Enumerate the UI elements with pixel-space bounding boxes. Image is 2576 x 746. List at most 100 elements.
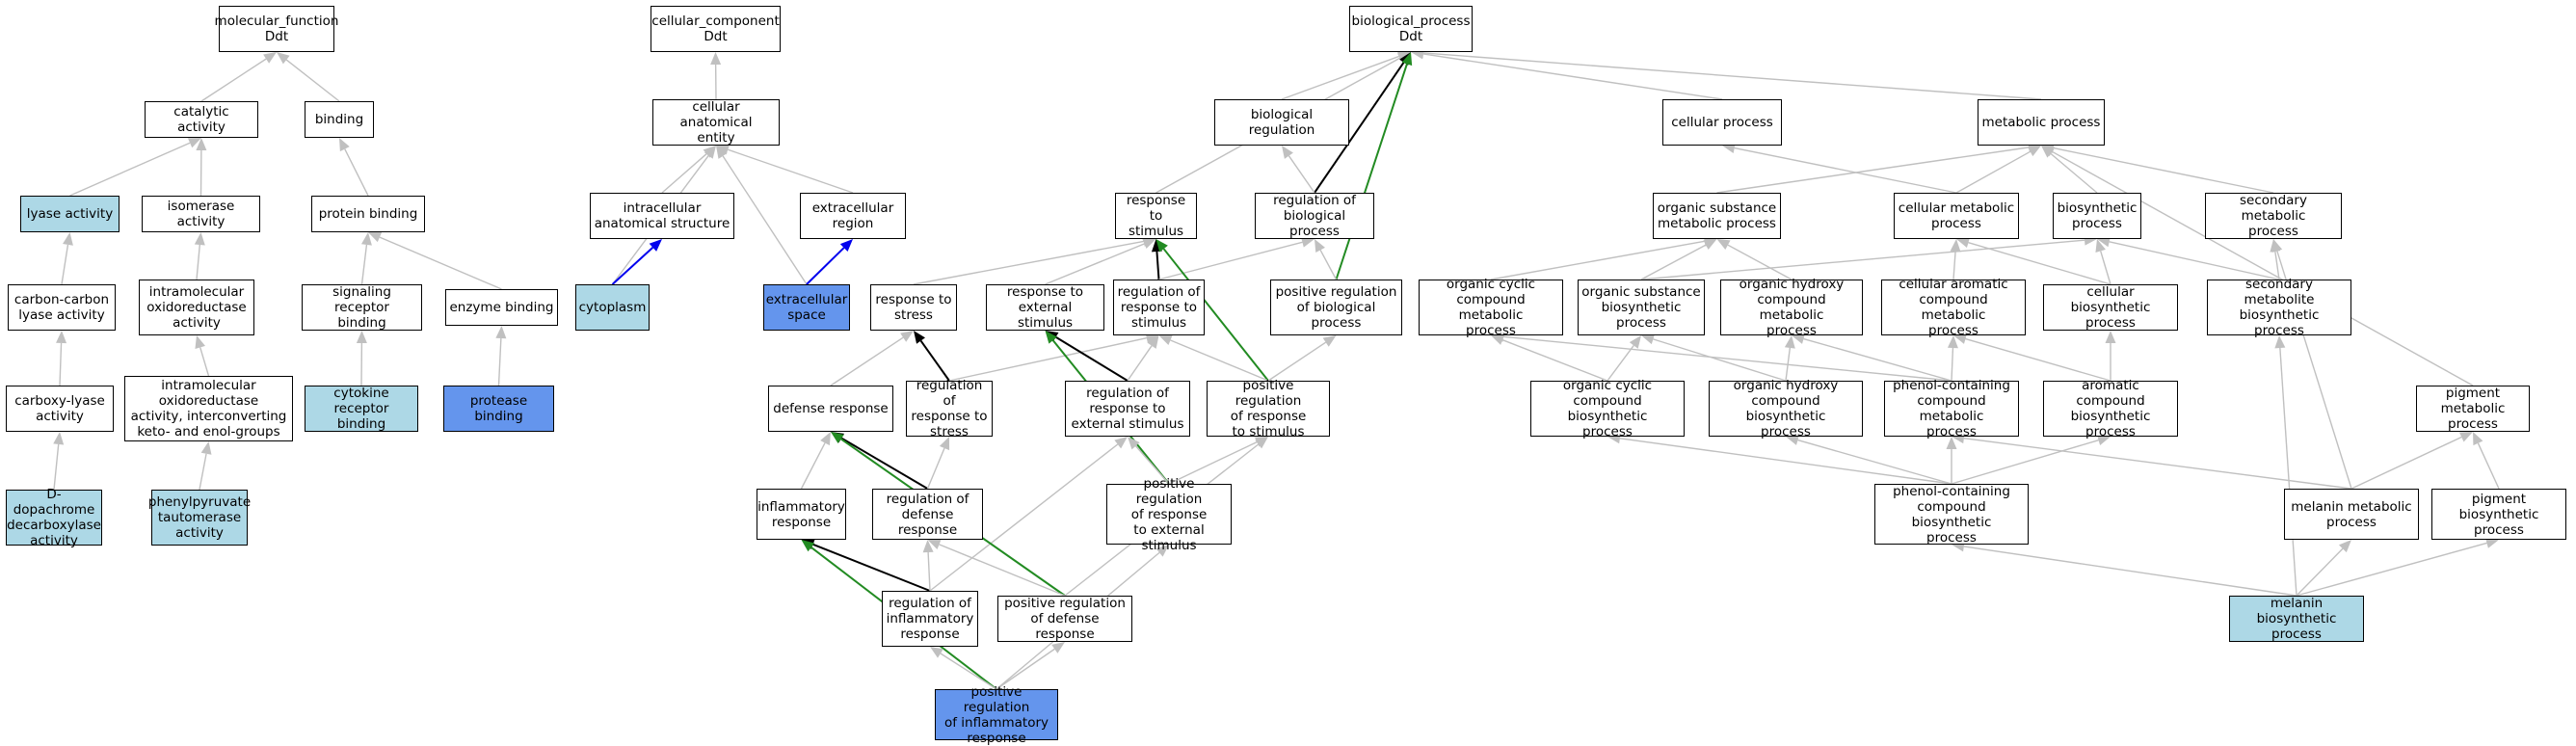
edge-ccl-to-lyase <box>62 245 67 284</box>
go-term-exspace[interactable]: extracellular space <box>763 284 850 331</box>
go-term-phenolbio[interactable]: phenol-containing compound biosynthetic … <box>1874 484 2029 545</box>
edge-melbio-to-secmetbio <box>2280 348 2297 596</box>
edge-posregresp-to-regresp <box>1171 340 1268 381</box>
go-term-orghyd[interactable]: organic hydroxy compound metabolic proce… <box>1720 280 1863 335</box>
edge-orgcycbio-to-orgcyc <box>1502 340 1607 381</box>
edge-secmetbio-to-biosyn <box>2110 242 2279 280</box>
edge-phenolbio-to-orgcycbio <box>1620 439 1952 484</box>
go-term-regresp[interactable]: regulation of response to stimulus <box>1113 280 1205 335</box>
edge-catalytic-to-mf <box>201 59 266 101</box>
go-term-melbio[interactable]: melanin biosynthetic process <box>2229 596 2364 642</box>
edge-reginflam-to-inflam <box>813 545 930 591</box>
go-term-binding[interactable]: binding <box>305 101 374 138</box>
go-term-ias[interactable]: intracellular anatomical structure <box>590 193 734 239</box>
go-term-melmet[interactable]: melanin metabolic process <box>2284 489 2419 540</box>
go-term-inflam[interactable]: inflammatory response <box>757 489 846 540</box>
arrowhead-reginflam-to-regrespext <box>1114 437 1128 448</box>
go-term-phenylpyr[interactable]: phenylpyruvate tautomerase activity <box>151 490 248 546</box>
edge-cellbio-to-biosyn <box>2101 251 2111 284</box>
go-term-ddopa[interactable]: D-dopachrome decarboxylase activity <box>6 490 102 546</box>
go-term-exreg[interactable]: extracellular region <box>800 193 906 239</box>
go-term-metab[interactable]: metabolic process <box>1978 99 2105 146</box>
go-term-orghydbio[interactable]: organic hydroxy compound biosynthetic pr… <box>1709 381 1863 437</box>
go-term-posregbio[interactable]: positive regulation of biological proces… <box>1270 280 1402 335</box>
go-term-posregdef[interactable]: positive regulation of defense response <box>997 596 1132 642</box>
edge-posregbio-to-regbio <box>1320 250 1336 280</box>
go-term-pigmet[interactable]: pigment metabolic process <box>2416 386 2530 432</box>
go-term-carboxy[interactable]: carboxy-lyase activity <box>6 386 114 432</box>
go-term-enzbind[interactable]: enzyme binding <box>445 289 558 326</box>
go-term-bp[interactable]: biological_process Ddt <box>1349 6 1473 52</box>
go-term-sigrec[interactable]: signaling receptor binding <box>302 284 422 331</box>
go-term-cellproc[interactable]: cellular process <box>1662 99 1782 146</box>
go-term-catalytic[interactable]: catalytic activity <box>145 101 258 138</box>
edge-exreg-to-cae <box>728 149 853 193</box>
go-term-phenolmet[interactable]: phenol-containing compound metabolic pro… <box>1884 381 2019 437</box>
arrowhead-aromaticbio-to-cellbio <box>2106 331 2116 343</box>
edge-enzbind-to-protbind <box>380 237 502 289</box>
go-term-cytorec[interactable]: cytokine receptor binding <box>305 386 418 432</box>
edge-intramol-to-isomerase <box>197 245 199 280</box>
edge-orghyd-to-orgsub <box>1728 245 1792 280</box>
go-term-orgcycbio[interactable]: organic cyclic compound biosynthetic pro… <box>1530 381 1685 437</box>
go-term-cc[interactable]: cellular_component Ddt <box>651 6 781 52</box>
go-term-secmet[interactable]: secondary metabolic process <box>2205 193 2342 239</box>
arrowhead-regbio-to-bioreg <box>1282 146 1293 159</box>
arrowhead-ddopa-to-carboxy <box>53 432 64 444</box>
go-term-cae[interactable]: cellular anatomical entity <box>652 99 780 146</box>
edge-regresp-to-regbio <box>1159 242 1303 280</box>
edge-regrespext-to-regresp <box>1128 346 1152 381</box>
go-term-defresp[interactable]: defense response <box>768 386 893 432</box>
arrowhead-posreginflam-to-posregdef <box>1051 642 1065 653</box>
edge-phenylpyr-to-intraketo <box>199 454 206 490</box>
arrowhead-posregresp-to-posregbio <box>1323 335 1337 347</box>
arrowhead-regrespstress-to-respstress <box>914 331 925 344</box>
go-term-cytoplasm[interactable]: cytoplasm <box>575 284 650 331</box>
edge-melmet-to-pigmet <box>2351 438 2461 489</box>
go-term-cellmet[interactable]: cellular metabolic process <box>1894 193 2019 239</box>
go-term-intramol[interactable]: intramolecular oxidoreductase activity <box>139 280 254 335</box>
go-term-intraketo[interactable]: intramolecular oxidoreductase activity, … <box>124 376 293 441</box>
go-term-posreginflam[interactable]: positive regulation of inflammatory resp… <box>935 689 1058 740</box>
go-term-isomerase[interactable]: isomerase activity <box>142 196 260 232</box>
edge-regrespstress-to-respstress <box>921 341 949 381</box>
arrowhead-orgcycbio-to-orgsubbio <box>1630 335 1641 349</box>
go-term-ccl[interactable]: carbon-carbon lyase activity <box>8 284 116 331</box>
go-term-cellbio[interactable]: cellular biosynthetic process <box>2043 284 2178 331</box>
go-term-posregext[interactable]: positive regulation of response to exter… <box>1106 484 1232 545</box>
edge-regdef-to-defresp <box>841 439 927 489</box>
edge-regdef-to-regrespstress <box>928 448 945 489</box>
edge-posregbio-to-bp <box>1337 64 1407 280</box>
go-term-respstress[interactable]: response to stress <box>870 284 957 331</box>
arrowhead-carboxy-to-ccl <box>56 331 66 343</box>
go-term-posregresp[interactable]: positive regulation of response to stimu… <box>1207 381 1330 437</box>
edge-lyase-to-catalytic <box>70 143 191 196</box>
edge-bioreg-to-bp <box>1282 56 1399 99</box>
go-term-pigbio[interactable]: pigment biosynthetic process <box>2431 489 2566 540</box>
go-term-biosyn[interactable]: biosynthetic process <box>2053 193 2141 239</box>
go-term-cellarom[interactable]: cellular aromatic compound metabolic pro… <box>1881 280 2026 335</box>
go-term-regrespstress[interactable]: regulation of response to stress <box>906 381 993 437</box>
go-term-regrespext[interactable]: regulation of response to external stimu… <box>1065 381 1190 437</box>
go-term-reginflam[interactable]: regulation of inflammatory response <box>882 591 978 647</box>
go-term-regbio[interactable]: regulation of biological process <box>1255 193 1374 239</box>
arrowhead-orghyd-to-orgsub <box>1717 239 1731 250</box>
go-term-lyase[interactable]: lyase activity <box>20 196 120 232</box>
go-term-orgsubbio[interactable]: organic substance biosynthetic process <box>1578 280 1705 335</box>
go-term-aromaticbio[interactable]: aromatic compound biosynthetic process <box>2043 381 2178 437</box>
go-term-regdef[interactable]: regulation of defense response <box>872 489 983 540</box>
arrowhead-orghydbio-to-orgsubbio <box>1641 334 1655 344</box>
edge-melbio-to-phenolbio <box>1964 546 2297 596</box>
go-term-secmetbio[interactable]: secondary metabolite biosynthetic proces… <box>2207 280 2351 335</box>
arrowhead-protease-to-enzbind <box>495 326 506 338</box>
arrowhead-defresp-to-respstress <box>900 331 914 342</box>
go-term-respext[interactable]: response to external stimulus <box>986 284 1104 331</box>
go-term-orgsub[interactable]: organic substance metabolic process <box>1653 193 1781 239</box>
edge-exspace-to-exreg <box>807 248 844 284</box>
go-term-respstim[interactable]: response to stimulus <box>1115 193 1197 239</box>
go-term-bioreg[interactable]: biological regulation <box>1214 99 1349 146</box>
go-term-protbind[interactable]: protein binding <box>311 196 425 232</box>
go-term-protease[interactable]: protease binding <box>443 386 554 432</box>
go-term-orgcyc[interactable]: organic cyclic compound metabolic proces… <box>1419 280 1563 335</box>
go-term-mf[interactable]: molecular_function Ddt <box>219 6 334 52</box>
